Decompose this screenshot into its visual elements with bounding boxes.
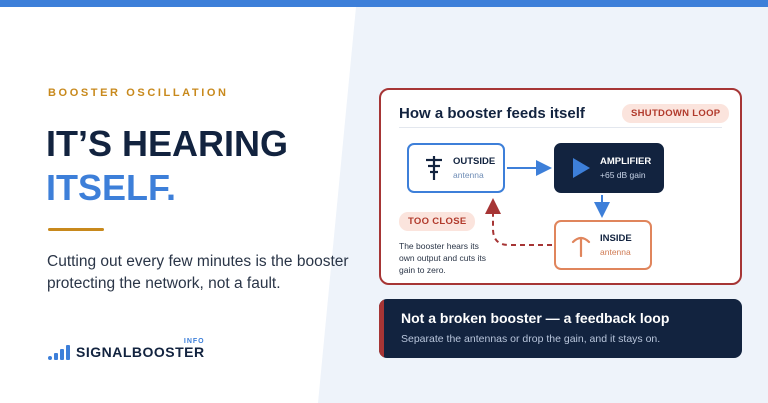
inside-node-name: INSIDE <box>600 233 632 244</box>
indoor-antenna-icon <box>566 230 596 260</box>
logo-wordmark: SIGNALBOOSTER INFO <box>76 338 205 360</box>
play-triangle-icon <box>566 153 596 183</box>
headline: IT’S HEARING ITSELF. <box>46 122 288 210</box>
too-close-badge: TOO CLOSE <box>399 212 476 231</box>
amplifier-node-name: AMPLIFIER <box>600 156 652 167</box>
logo-suffix: INFO <box>183 338 205 345</box>
subtext: Cutting out every few minutes is the boo… <box>47 253 349 292</box>
inside-node-sub: antenna <box>600 247 631 257</box>
logo-name: SIGNALBOOSTER <box>76 344 205 360</box>
accent-rule <box>48 228 104 231</box>
signal-bars-icon <box>48 344 70 360</box>
amplifier-node-sub: +65 dB gain <box>600 170 646 180</box>
eyebrow-label: BOOSTER OSCILLATION <box>48 87 229 99</box>
top-accent-bar <box>0 0 768 7</box>
outside-antenna-node: OUTSIDE antenna <box>407 143 505 193</box>
callout-banner: Not a broken booster — a feedback loop S… <box>379 299 742 358</box>
headline-line-2: ITSELF. <box>46 167 177 208</box>
shutdown-loop-badge: SHUTDOWN LOOP <box>622 104 730 123</box>
diagram-title: How a booster feeds itself <box>399 105 585 122</box>
amplifier-node: AMPLIFIER +65 dB gain <box>554 143 664 193</box>
callout-title: Not a broken booster — a feedback loop <box>401 310 670 326</box>
callout-stripe <box>379 299 384 358</box>
feedback-loop-arrow <box>485 198 552 246</box>
headline-line-1: IT’S HEARING <box>46 123 289 164</box>
feedback-note: The booster hears its own output and cut… <box>399 241 486 275</box>
outdoor-antenna-icon <box>419 153 449 183</box>
callout-body: Separate the antennas or drop the gain, … <box>401 333 661 345</box>
brand-logo: SIGNALBOOSTER INFO <box>48 338 205 360</box>
diagram-arrows <box>485 160 610 246</box>
inside-antenna-node: INSIDE antenna <box>554 220 652 270</box>
outside-node-sub: antenna <box>453 170 484 180</box>
outside-node-name: OUTSIDE <box>453 156 496 167</box>
diagram-card: How a booster feeds itself SHUTDOWN LOOP… <box>379 88 742 285</box>
card-divider <box>399 127 722 128</box>
